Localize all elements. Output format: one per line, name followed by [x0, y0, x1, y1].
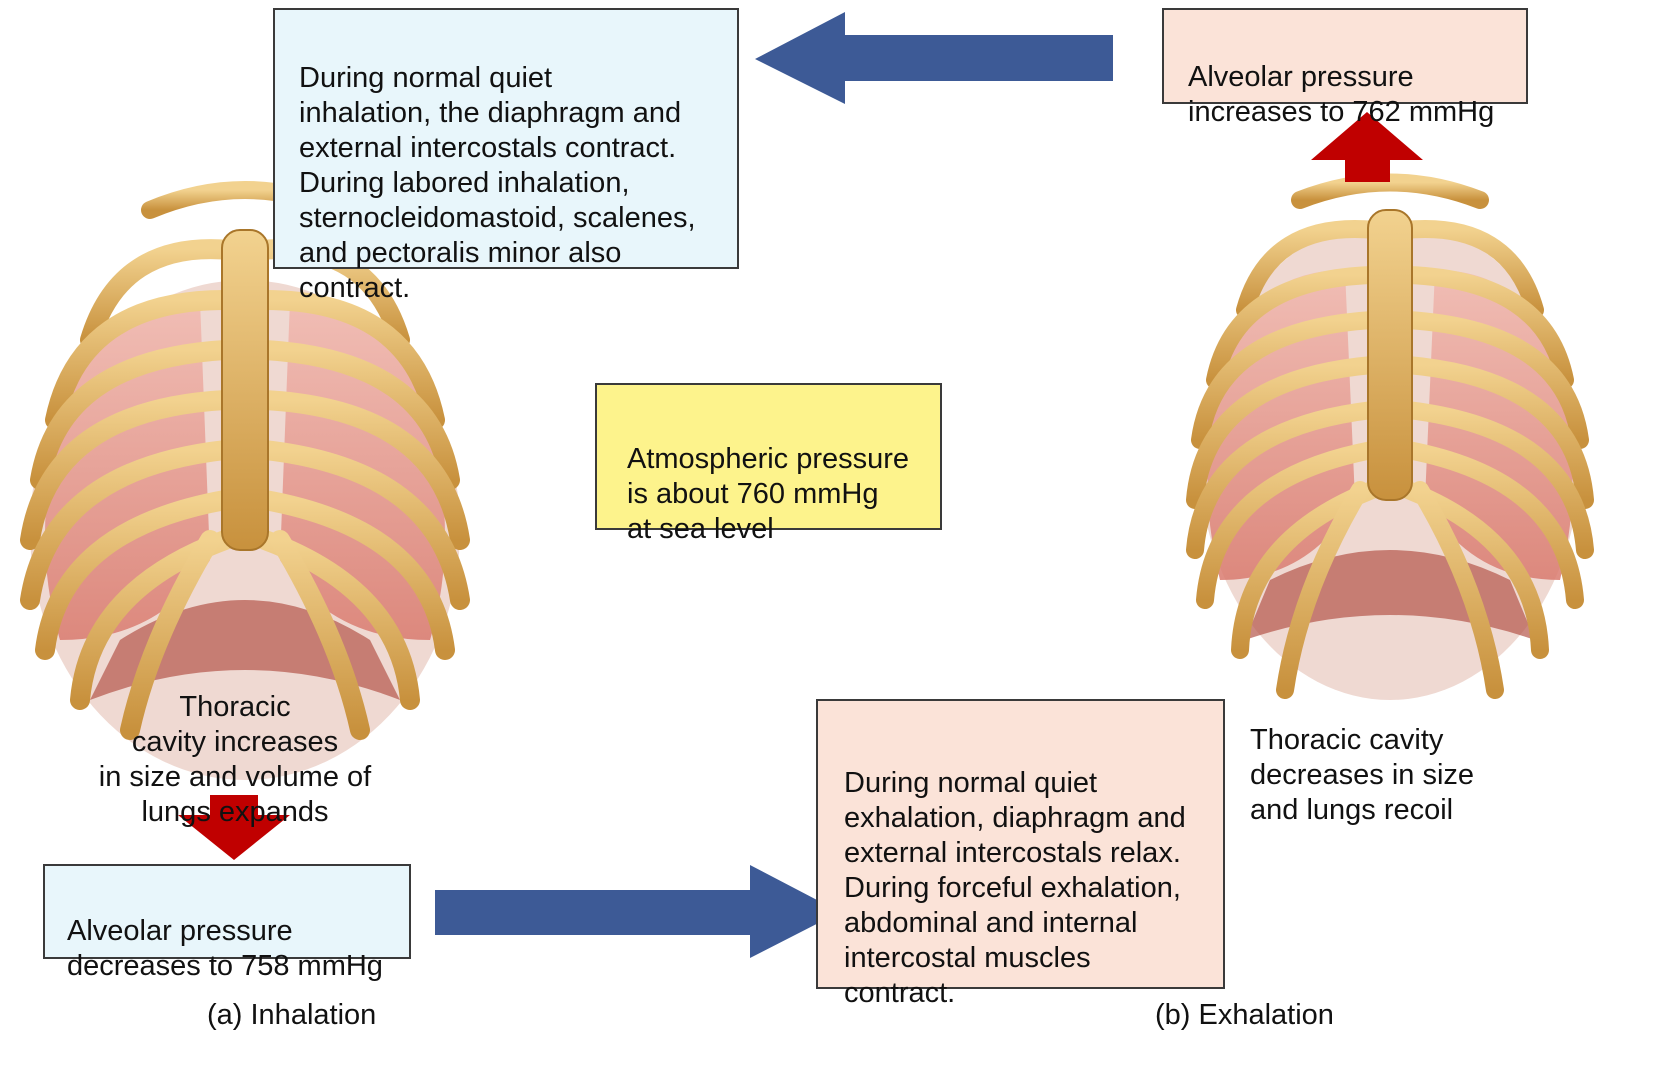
exhalation-muscles-text: During normal quiet exhalation, diaphrag…	[844, 767, 1186, 1009]
inhalation-muscles-box: During normal quiet inhalation, the diap…	[273, 8, 739, 269]
arrow-left-icon	[755, 12, 1113, 104]
atmospheric-pressure-box: Atmospheric pressure is about 760 mmHg a…	[595, 383, 942, 530]
atmospheric-pressure-text: Atmospheric pressure is about 760 mmHg a…	[627, 443, 909, 545]
exhalation-alveolar-box: Alveolar pressure increases to 762 mmHg	[1162, 8, 1528, 104]
exhalation-alveolar-text: Alveolar pressure increases to 762 mmHg	[1188, 61, 1494, 128]
exhalation-ribcage-illustration	[1195, 183, 1585, 701]
exhalation-muscles-box: During normal quiet exhalation, diaphrag…	[816, 699, 1225, 989]
inhalation-thoracic-label: Thoracic cavity increases in size and vo…	[70, 655, 400, 830]
inhalation-alveolar-text: Alveolar pressure decreases to 758 mmHg	[67, 915, 383, 982]
inhalation-caption: (a) Inhalation	[207, 998, 376, 1032]
arrow-right-icon	[435, 865, 840, 958]
inhalation-alveolar-box: Alveolar pressure decreases to 758 mmHg	[43, 864, 411, 959]
inhalation-muscles-text: During normal quiet inhalation, the diap…	[299, 62, 696, 304]
exhalation-caption: (b) Exhalation	[1155, 998, 1334, 1032]
exhalation-thoracic-label: Thoracic cavity decreases in size and lu…	[1250, 688, 1510, 828]
